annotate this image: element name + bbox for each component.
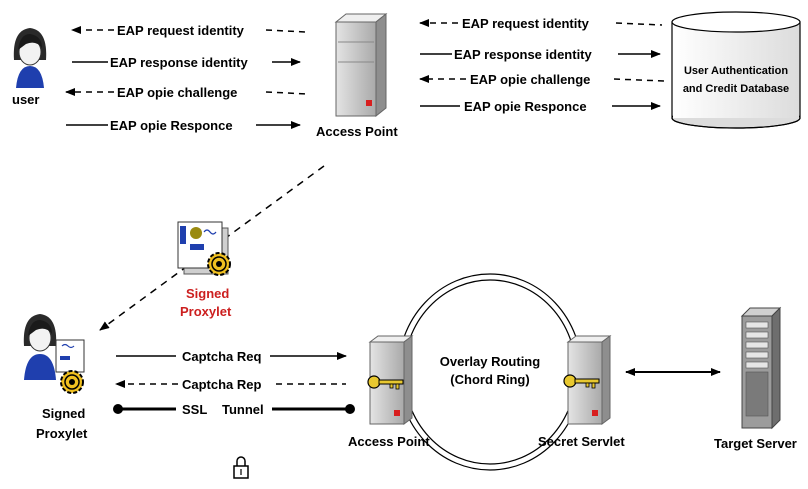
secret-servlet: Secret Servlet [538, 335, 625, 449]
user-ap-messages: EAP request identity EAP response identi… [65, 23, 309, 133]
secret-servlet-label: Secret Servlet [538, 434, 625, 449]
msg-tail-1 [265, 29, 307, 33]
signed-proxylet-mid-line1: Signed [186, 286, 229, 301]
gear-icon [60, 370, 84, 394]
bottom-messages: Captcha Req Captcha Rep SSL Tunnel [113, 349, 355, 417]
ap-db-messages: EAP request identity EAP response identi… [419, 16, 665, 114]
database-label-line1: User Authentication [684, 65, 788, 77]
lock-icon [233, 456, 249, 479]
captcha-req-label: Captcha Req [182, 349, 262, 364]
db-msg-label-3: EAP opie challenge [470, 72, 590, 87]
access-point-top-label: Access Point [316, 124, 398, 139]
tunnel-endpoint-right [345, 404, 355, 414]
db-msg-tail-1 [615, 22, 663, 26]
msg-label-1: EAP request identity [117, 23, 245, 38]
db-msg-label-2: EAP response identity [454, 47, 593, 62]
gear-icon [207, 252, 231, 276]
db-msg-tail-3 [613, 78, 665, 82]
signed-proxylet-mid-line2: Proxylet [180, 304, 232, 319]
tunnel-label: Tunnel [222, 402, 264, 417]
signed-proxylet-bottom-line2: Proxylet [36, 426, 88, 441]
db-msg-label-4: EAP opie Responce [464, 99, 587, 114]
database-icon [671, 11, 801, 129]
msg-label-2: EAP response identity [110, 55, 249, 70]
credit-database: User Authentication and Credit Database [671, 11, 801, 129]
msg-label-3: EAP opie challenge [117, 85, 237, 100]
user-figure: user [12, 28, 47, 107]
server-tower-icon [740, 306, 782, 430]
access-point-top: Access Point [316, 12, 398, 139]
user-icon [13, 28, 47, 88]
overlay-routing-line2: (Chord Ring) [450, 372, 529, 387]
access-point-bottom-label: Access Point [348, 434, 430, 449]
signed-proxylet-mid: Signed Proxylet [177, 221, 232, 319]
database-label-line2: and Credit Database [683, 83, 789, 95]
msg-tail-3 [265, 91, 309, 95]
signed-proxylet-bottom-line1: Signed [42, 406, 85, 421]
key-icon [563, 374, 600, 389]
key-icon [367, 375, 404, 390]
access-point-bottom: Access Point [348, 335, 430, 449]
msg-label-4: EAP opie Responce [110, 118, 233, 133]
tunnel-endpoint-left [113, 404, 123, 414]
signed-proxylet-bottom: Signed Proxylet [23, 314, 88, 441]
ssl-label: SSL [182, 402, 207, 417]
target-server: Target Server [714, 306, 797, 451]
db-msg-label-1: EAP request identity [462, 16, 590, 31]
captcha-rep-label: Captcha Rep [182, 377, 262, 392]
overlay-routing-line1: Overlay Routing [440, 354, 540, 369]
user-with-certificate-icon [23, 314, 85, 380]
target-server-label: Target Server [714, 436, 797, 451]
user-label: user [12, 92, 39, 107]
server-icon [334, 12, 388, 118]
